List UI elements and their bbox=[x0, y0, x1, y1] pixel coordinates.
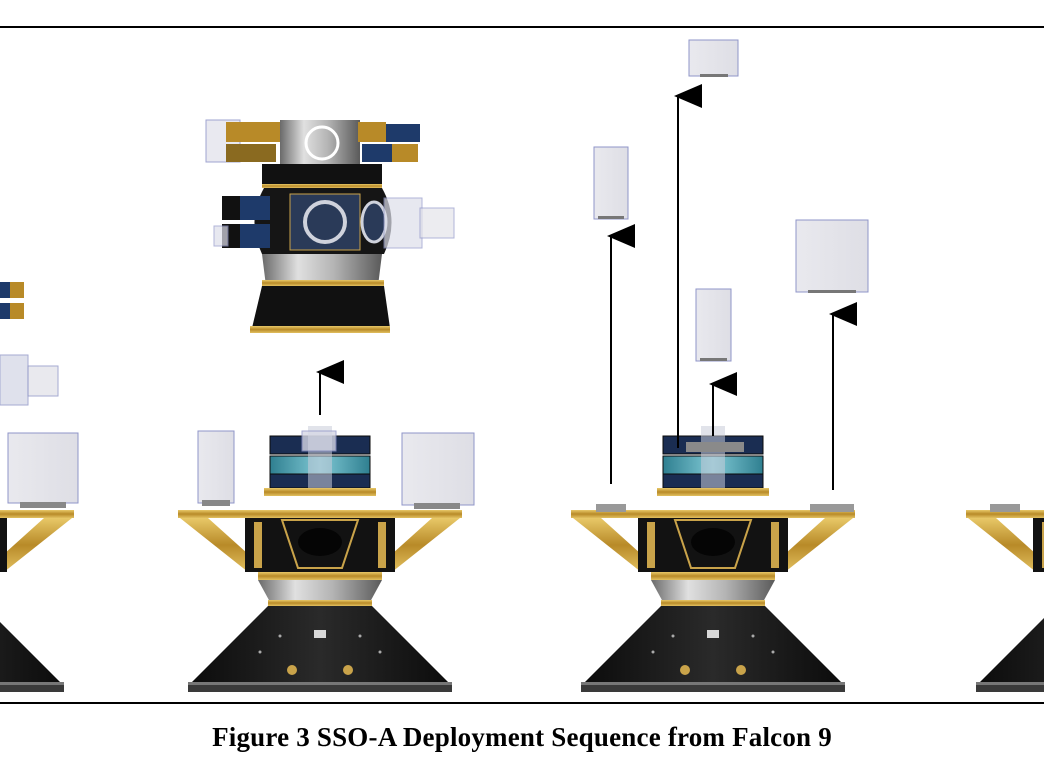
upper-free-flyer bbox=[205, 119, 455, 333]
figure-caption: Figure 3 SSO-A Deployment Sequence from … bbox=[212, 722, 832, 752]
payload-box bbox=[401, 432, 475, 506]
payload-box bbox=[7, 432, 79, 504]
payload-box bbox=[795, 219, 869, 293]
stage-2-upper-free-flyer-separation bbox=[177, 119, 475, 693]
stage-1-partial bbox=[0, 282, 79, 693]
payload-box bbox=[593, 146, 629, 220]
stage-4-partial bbox=[965, 504, 1044, 693]
payload-box bbox=[688, 39, 739, 77]
stage-3-microsat-deployment bbox=[570, 39, 869, 693]
payload-box bbox=[695, 288, 732, 362]
payload-box bbox=[197, 430, 235, 504]
